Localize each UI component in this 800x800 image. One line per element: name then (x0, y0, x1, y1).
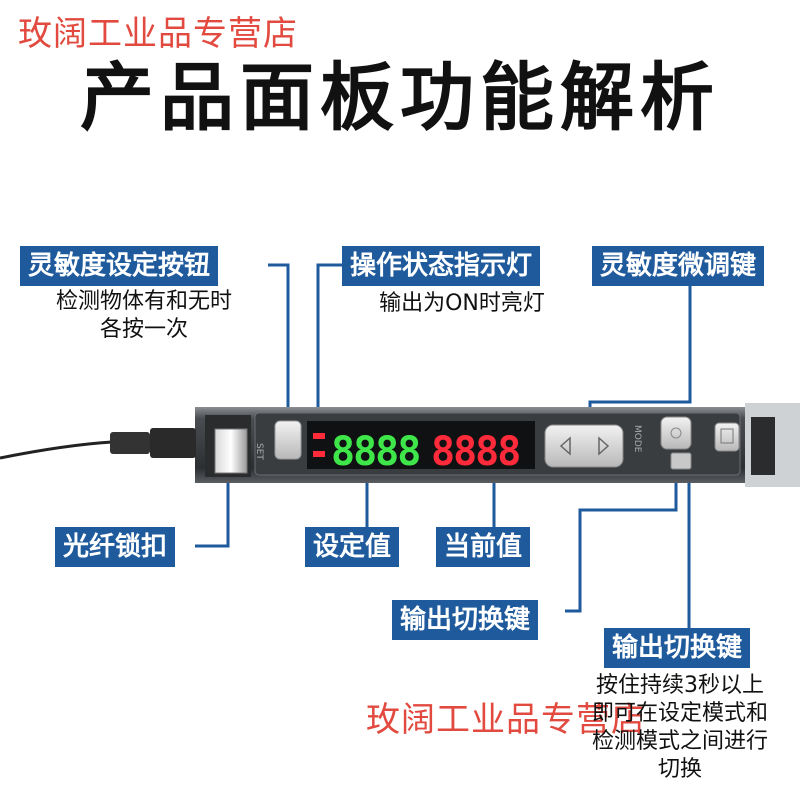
display-green-digits: 8888 (331, 429, 419, 475)
square-button-graphic (714, 422, 740, 452)
fiber-amplifier-device: SET 8888 8888 MODE (195, 403, 800, 487)
set-text: SET (254, 443, 264, 460)
set-button-graphic (274, 420, 302, 460)
line-status-indicator (316, 263, 342, 432)
desc-sensitivity-set: 检测物体有和无时 各按一次 (22, 288, 266, 344)
fiber-lock-clip (214, 428, 248, 474)
line-sensitivity-set (268, 263, 290, 430)
desc-line: 切换 (657, 757, 702, 782)
label-output-switch: 输出切换键 (604, 628, 751, 668)
desc-line: 即可在设定模式和 (591, 701, 768, 726)
desc-output-switch: 按住持续3秒以上 即可在设定模式和 检测模式之间进行 切换 (560, 672, 800, 784)
line-output-switch-small (565, 467, 678, 613)
fine-tune-key-graphic (544, 424, 624, 468)
line-fiber-lock (195, 470, 230, 548)
desc-line: 检测模式之间进行 (591, 729, 768, 754)
label-current-value: 当前值 (436, 527, 531, 567)
mode-text: MODE (632, 425, 642, 453)
desc-line: 各按一次 (99, 317, 188, 342)
label-fiber-lock: 光纤锁扣 (55, 527, 176, 567)
label-set-value: 设定值 (305, 527, 400, 567)
fiber-cable (0, 428, 196, 460)
label-sensitivity-set-button: 灵敏度设定按钮 (20, 246, 219, 286)
page-title: 产品面板功能解析 (80, 55, 720, 141)
mode-button-graphic (660, 416, 692, 450)
output-switch-graphic (670, 452, 692, 470)
display-red-digits: 8888 (431, 429, 519, 475)
watermark-top: 玫阔工业品专营店 (18, 14, 298, 54)
desc-line: 检测物体有和无时 (55, 289, 232, 314)
desc-line: 按住持续3秒以上 (596, 673, 764, 698)
watermark-bottom: 玫阔工业品专营店 (366, 700, 646, 740)
cable-gland (110, 432, 150, 454)
label-status-indicator: 操作状态指示灯 (342, 246, 541, 286)
label-output-switch-small: 输出切换键 (392, 600, 539, 640)
label-fine-tune-key: 灵敏度微调键 (592, 246, 765, 286)
indicator-leds (313, 433, 325, 457)
desc-status-indicator: 输出为ON时亮灯 (342, 290, 582, 318)
desc-line: 输出为ON时亮灯 (379, 291, 545, 316)
